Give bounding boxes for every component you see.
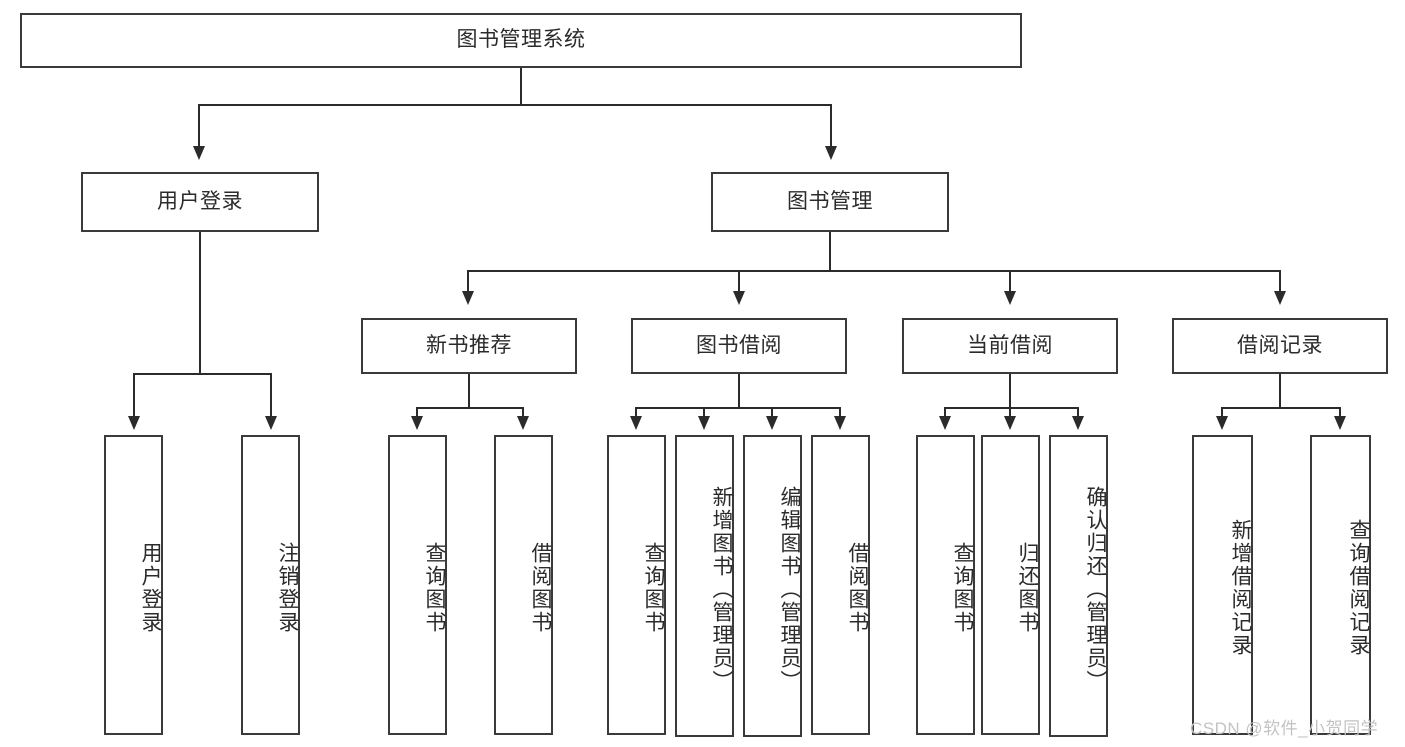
leaf-query-book-borrow[interactable]: 查询图书 xyxy=(607,435,666,735)
arrow-down-icon xyxy=(1334,416,1346,430)
arrow-down-icon xyxy=(1004,291,1016,305)
leaf-confirm-return-admin[interactable]: 确认归还（管理员） xyxy=(1049,435,1108,737)
arrow-down-icon xyxy=(766,416,778,430)
connector-root-stem xyxy=(520,68,522,106)
leaf-return-book[interactable]: 归还图书 xyxy=(981,435,1040,735)
connector-user-login-bus xyxy=(133,373,271,375)
arrow-down-icon xyxy=(1216,416,1228,430)
connector-book-management-bus xyxy=(467,270,1280,272)
connector-root-to-user-login xyxy=(198,104,200,148)
node-label: 查询借阅记录 xyxy=(1347,519,1370,657)
connector-bb-to-leaf-2 xyxy=(703,407,705,419)
connector-br-to-leaf-1 xyxy=(1221,407,1223,419)
node-label: 查询图书 xyxy=(951,542,974,634)
connector-borrow-record-bus xyxy=(1221,407,1340,409)
arrow-down-icon xyxy=(1274,291,1286,305)
node-label: 确认归还（管理员） xyxy=(1084,485,1107,693)
connector-current-borrow-bus xyxy=(944,407,1078,409)
connector-root-bus xyxy=(198,104,832,106)
connector-bb-to-leaf-1 xyxy=(635,407,637,419)
leaf-query-borrow-record[interactable]: 查询借阅记录 xyxy=(1310,435,1371,735)
connector-br-to-leaf-2 xyxy=(1339,407,1341,419)
leaf-borrow-book-recommend[interactable]: 借阅图书 xyxy=(494,435,553,735)
connector-user-login-to-leaf-2 xyxy=(270,373,272,418)
connector-nbr-to-leaf-1 xyxy=(416,407,418,419)
connector-borrow-record-stem xyxy=(1279,374,1281,408)
connector-book-borrow-bus xyxy=(635,407,839,409)
node-label: 新书推荐 xyxy=(426,333,512,357)
node-label: 图书管理 xyxy=(787,189,873,213)
node-label: 借阅图书 xyxy=(846,542,869,634)
node-user-login[interactable]: 用户登录 xyxy=(81,172,319,232)
node-label: 用户登录 xyxy=(139,542,162,634)
connector-to-book-borrow xyxy=(738,270,740,293)
leaf-user-login[interactable]: 用户登录 xyxy=(104,435,163,735)
connector-to-new-book-recommend xyxy=(467,270,469,293)
arrow-down-icon xyxy=(733,291,745,305)
leaf-edit-book-admin[interactable]: 编辑图书（管理员） xyxy=(743,435,802,737)
connector-current-borrow-stem xyxy=(1009,374,1011,408)
arrow-down-icon xyxy=(128,416,140,430)
node-label: 图书管理系统 xyxy=(456,28,586,52)
leaf-query-book-recommend[interactable]: 查询图书 xyxy=(388,435,447,735)
node-label: 图书借阅 xyxy=(696,333,782,357)
node-label: 新增图书（管理员） xyxy=(710,485,733,693)
connector-to-borrow-record xyxy=(1279,270,1281,293)
connector-bb-to-leaf-3 xyxy=(771,407,773,419)
node-label: 新增借阅记录 xyxy=(1229,519,1252,657)
leaf-add-book-admin[interactable]: 新增图书（管理员） xyxy=(675,435,734,737)
node-borrow-record[interactable]: 借阅记录 xyxy=(1172,318,1388,374)
node-book-borrow[interactable]: 图书借阅 xyxy=(631,318,847,374)
node-current-borrow[interactable]: 当前借阅 xyxy=(902,318,1118,374)
arrow-down-icon xyxy=(939,416,951,430)
node-new-book-recommend[interactable]: 新书推荐 xyxy=(361,318,577,374)
arrow-down-icon xyxy=(193,146,205,160)
arrow-down-icon xyxy=(1072,416,1084,430)
node-label: 查询图书 xyxy=(423,542,446,634)
node-label: 借阅图书 xyxy=(529,542,552,634)
arrow-down-icon xyxy=(630,416,642,430)
node-root-book-management-system[interactable]: 图书管理系统 xyxy=(20,13,1022,68)
arrow-down-icon xyxy=(462,291,474,305)
connector-cb-to-leaf-3 xyxy=(1077,407,1079,419)
leaf-user-logout[interactable]: 注销登录 xyxy=(241,435,300,735)
arrow-down-icon xyxy=(1004,416,1016,430)
connector-new-book-recommend-stem xyxy=(468,374,470,408)
node-label: 当前借阅 xyxy=(967,333,1053,357)
node-label: 用户登录 xyxy=(157,189,243,213)
connector-user-login-to-leaf-1 xyxy=(133,373,135,418)
connector-new-book-recommend-bus xyxy=(416,407,524,409)
node-label: 编辑图书（管理员） xyxy=(778,485,801,693)
connector-user-login-stem xyxy=(199,232,201,374)
leaf-borrow-book-borrow[interactable]: 借阅图书 xyxy=(811,435,870,735)
node-label: 查询图书 xyxy=(642,542,665,634)
node-label: 归还图书 xyxy=(1016,542,1039,634)
connector-nbr-to-leaf-2 xyxy=(522,407,524,419)
node-book-management[interactable]: 图书管理 xyxy=(711,172,949,232)
arrow-down-icon xyxy=(825,146,837,160)
connector-book-borrow-stem xyxy=(738,374,740,408)
arrow-down-icon xyxy=(698,416,710,430)
connector-root-to-book-management xyxy=(830,104,832,148)
watermark-text: CSDN @软件_小贺同学 xyxy=(1190,719,1379,738)
connector-to-current-borrow xyxy=(1009,270,1011,293)
connector-bb-to-leaf-4 xyxy=(839,407,841,419)
leaf-query-book-current[interactable]: 查询图书 xyxy=(916,435,975,735)
connector-cb-to-leaf-1 xyxy=(944,407,946,419)
leaf-add-borrow-record[interactable]: 新增借阅记录 xyxy=(1192,435,1253,735)
arrow-down-icon xyxy=(411,416,423,430)
connector-cb-to-leaf-2 xyxy=(1009,407,1011,419)
arrow-down-icon xyxy=(517,416,529,430)
connector-book-management-stem xyxy=(829,232,831,272)
arrow-down-icon xyxy=(834,416,846,430)
arrow-down-icon xyxy=(265,416,277,430)
node-label: 注销登录 xyxy=(276,542,299,634)
node-label: 借阅记录 xyxy=(1237,333,1323,357)
